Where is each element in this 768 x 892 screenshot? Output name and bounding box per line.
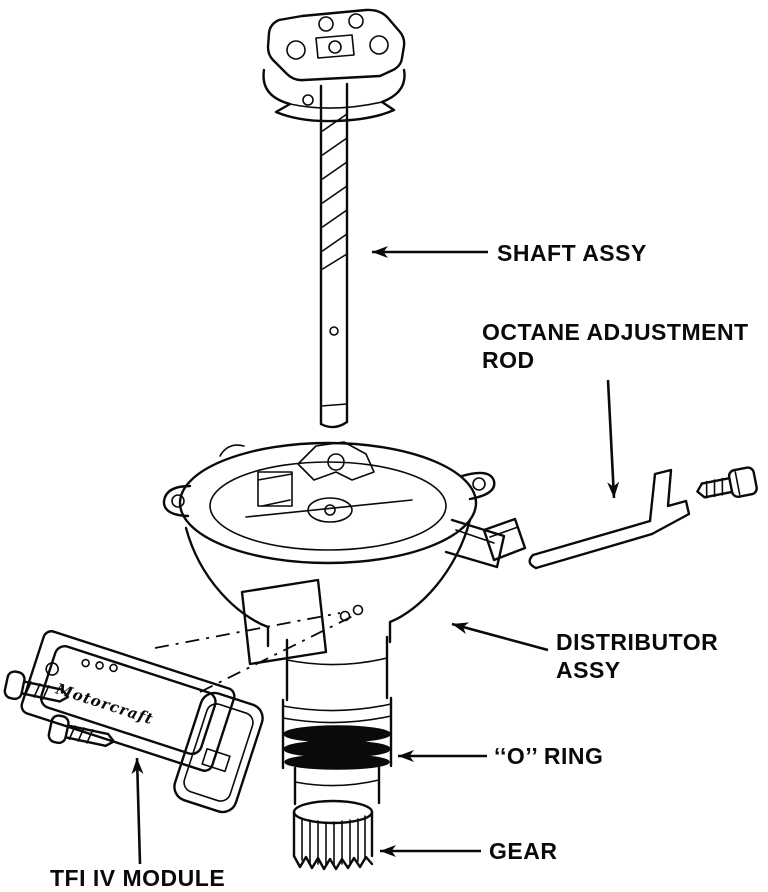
label-gear: GEAR [489, 838, 557, 864]
label-distributor-line1: DISTRIBUTOR [556, 629, 718, 655]
label-octane-line1: OCTANE ADJUSTMENT [482, 319, 749, 345]
arrow-tfi-module [131, 757, 144, 865]
gear-drawing [292, 799, 374, 871]
label-o-ring: ‘‘O’’ RING [494, 743, 603, 769]
roll-pin-drawing [482, 517, 527, 562]
octane-bolt-drawing [696, 466, 758, 499]
alignment-line-1 [154, 612, 341, 649]
armature-drawing [262, 8, 406, 123]
label-tfi-module: TFI IV MODULE [50, 865, 225, 891]
shaft-drawing [319, 82, 349, 429]
lower-housing-drawing [281, 635, 393, 806]
label-octane-line2: ROD [482, 347, 535, 373]
label-distributor-line2: ASSY [556, 657, 621, 683]
arrow-distributor-assy [451, 622, 549, 652]
arrow-octane-rod [606, 379, 620, 499]
distributor-body-drawing [162, 441, 506, 666]
label-shaft-assy: SHAFT ASSY [497, 240, 647, 266]
module-screw-2 [47, 714, 115, 748]
module-screw-1 [3, 670, 70, 703]
octane-rod-drawing [482, 468, 691, 570]
alignment-line-2 [199, 615, 354, 693]
